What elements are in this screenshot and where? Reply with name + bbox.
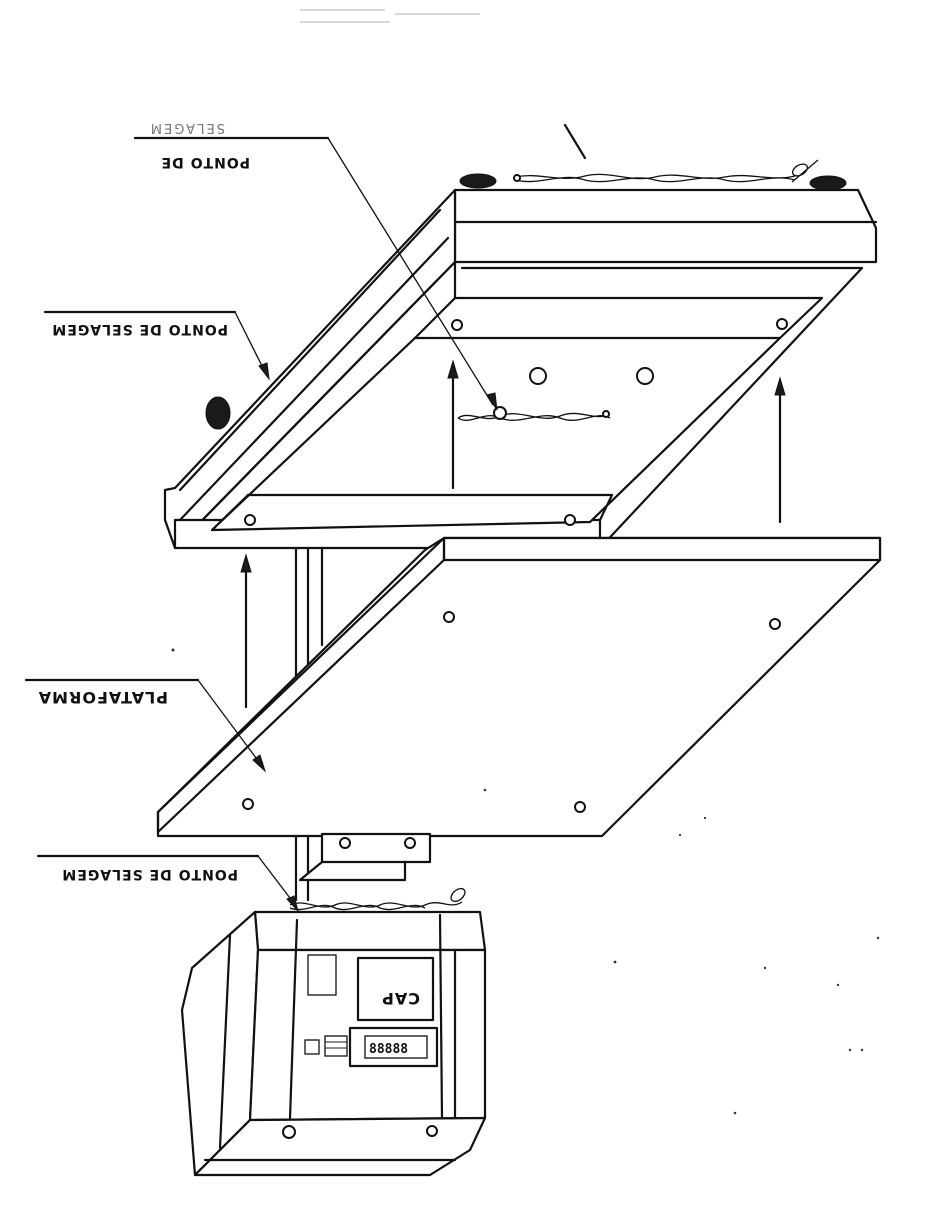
scan-header-marks — [300, 9, 480, 23]
label-sealing-point-bottom: PONTO DE SELAGEM — [36, 854, 299, 912]
scan-specks — [171, 648, 880, 1115]
label-sealing-point-left: PONTO DE SELAGEM — [43, 310, 270, 381]
assembly-arrows — [240, 359, 786, 709]
sealing-point-top-label: PONTO DE — [161, 154, 250, 170]
label-platform: PLATAFORMA — [24, 678, 267, 773]
seal-wire-top — [513, 159, 819, 183]
mount-bracket — [298, 832, 432, 882]
sealing-point-left-label: PONTO DE SELAGEM — [51, 321, 228, 337]
seal-pointer-top — [563, 123, 587, 160]
platform-plate — [156, 536, 882, 838]
indicator-logo: CAP — [381, 989, 420, 1008]
seal-wire-middle — [457, 406, 611, 421]
indicator-display: 88888 — [369, 1042, 408, 1057]
sealing-point-bottom-label: PONTO DE SELAGEM — [61, 866, 238, 882]
label-sealing-point-top: PONTO DE SELAGEM — [133, 120, 498, 411]
sealing-point-top-faint-label: SELAGEM — [149, 120, 225, 135]
base-frame — [163, 173, 878, 550]
indicator-housing: CAP 88888 — [180, 887, 487, 1177]
platform-label: PLATAFORMA — [38, 688, 168, 707]
